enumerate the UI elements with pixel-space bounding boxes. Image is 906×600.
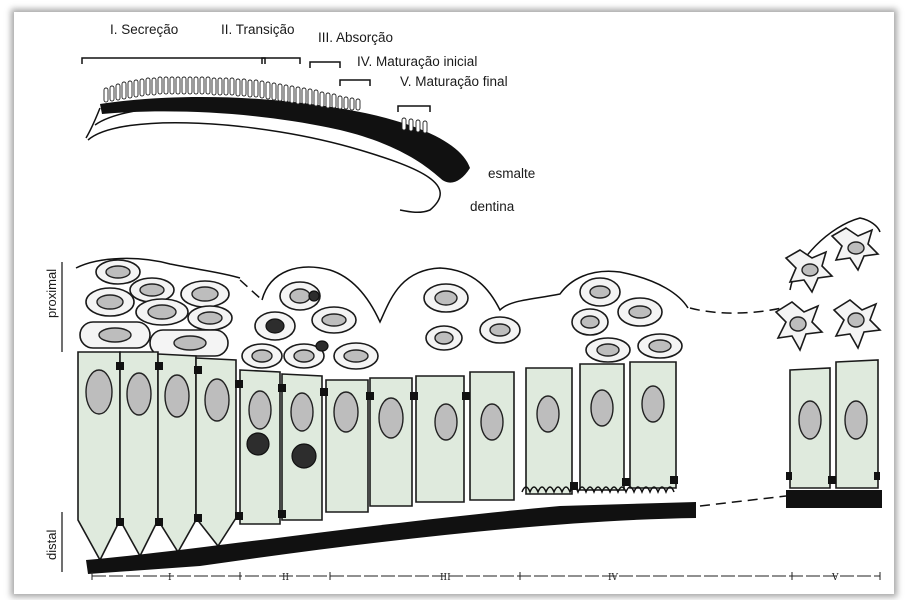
- enamel-dash: [700, 496, 786, 506]
- label-secrecao: I. Secreção: [110, 22, 178, 37]
- label-distal: distal: [44, 530, 59, 560]
- papillary-dash-1: [240, 280, 262, 300]
- bracket-absorcao: [310, 62, 340, 68]
- stage-axis: [92, 572, 880, 580]
- bracket-maturacao-final: [398, 106, 430, 112]
- bracket-maturacao-inicial: [340, 80, 370, 86]
- label-maturacao-inicial: IV. Maturação inicial: [357, 54, 477, 69]
- label-esmalte: esmalte: [488, 166, 535, 181]
- enamel-surface-v: [786, 490, 882, 508]
- axis-label-v: V: [831, 573, 839, 583]
- papillary-cells: [80, 228, 880, 369]
- axis-label-iii: III: [440, 573, 451, 583]
- label-absorcao: III. Absorção: [318, 30, 393, 45]
- axis-label-i: I: [168, 573, 172, 583]
- axis-label-iv: IV: [608, 573, 619, 583]
- bracket-transicao: [262, 58, 300, 64]
- axis-label-ii: II: [282, 573, 290, 583]
- bracket-secrecao: [82, 58, 265, 64]
- label-maturacao-final: V. Maturação final: [400, 74, 508, 89]
- label-dentina: dentina: [470, 199, 515, 214]
- label-proximal: proximal: [44, 269, 59, 318]
- label-transicao: II. Transição: [221, 22, 295, 37]
